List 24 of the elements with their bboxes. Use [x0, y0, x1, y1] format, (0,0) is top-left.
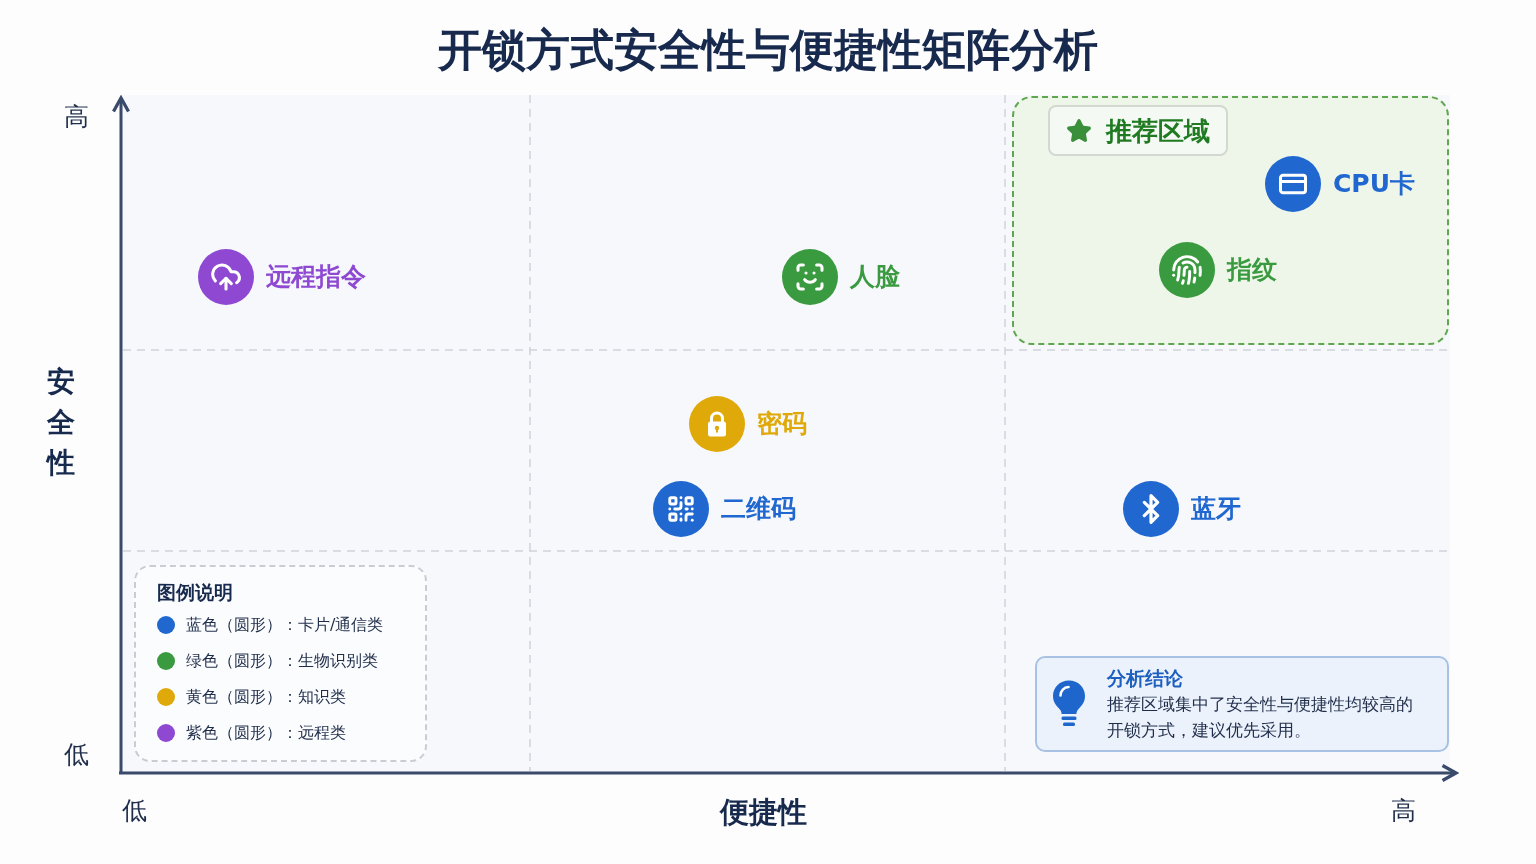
- recommended-zone: [1012, 96, 1449, 345]
- method-label: 人脸: [850, 261, 900, 293]
- zone-title: 推荐区域: [1106, 114, 1210, 147]
- legend-text: 紫色（圆形）：远程类: [186, 722, 346, 744]
- legend-text: 蓝色（圆形）：卡片/通信类: [186, 614, 384, 636]
- method-label: 指纹: [1227, 254, 1277, 286]
- panel-text: 推荐区域集中了安全性与便捷性均较高的开锁方式，建议优先采用。: [1107, 693, 1414, 742]
- axis-end-label: 低: [122, 796, 147, 826]
- axis-end-label: 高: [1391, 796, 1416, 826]
- axis-end-label: 低: [64, 740, 89, 770]
- chart-title: 开锁方式安全性与便捷性矩阵分析: [438, 23, 1098, 77]
- conclusion-panel: [1035, 656, 1449, 752]
- method-label: 蓝牙: [1191, 493, 1241, 525]
- legend-text: 绿色（圆形）：生物识别类: [186, 650, 378, 672]
- method-label: CPU卡: [1333, 168, 1415, 200]
- axis-title: 便捷性: [720, 794, 807, 830]
- legend-text: 黄色（圆形）：知识类: [186, 686, 346, 708]
- legend-title: 图例说明: [157, 580, 233, 605]
- method-label: 密码: [757, 408, 807, 440]
- panel-heading: 分析结论: [1107, 666, 1184, 691]
- method-label: 远程指令: [266, 261, 366, 293]
- method-label: 二维码: [721, 493, 796, 525]
- axis-title: 安全性: [47, 364, 75, 482]
- axis-end-label: 高: [64, 102, 89, 132]
